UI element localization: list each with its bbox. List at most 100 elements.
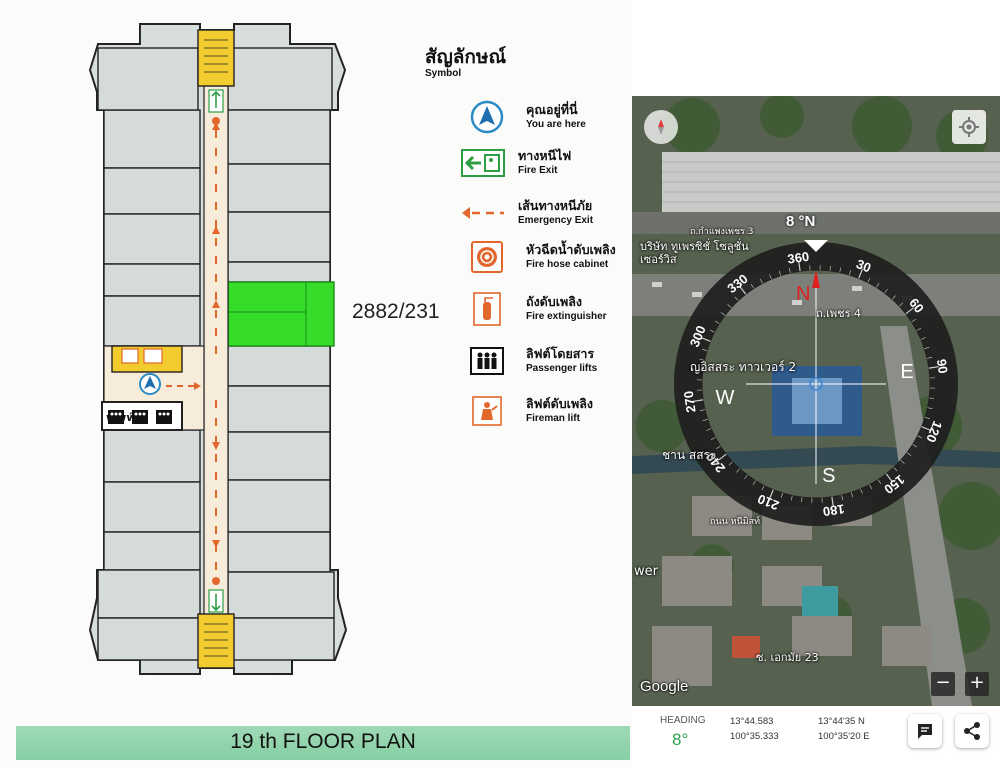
legend-label-english: Fire hose cabinet (526, 259, 609, 270)
dial-tick (892, 295, 896, 300)
unit-number-label: 2882/231 (352, 300, 440, 323)
latitude-dms: 13°44'35 N (818, 716, 865, 727)
dial-tick (911, 318, 916, 323)
cardinal-e: E (900, 361, 913, 383)
dial-tick (900, 460, 905, 464)
floor-plan-title: 19 th FLOOR PLAN (230, 730, 416, 753)
dial-tick (869, 484, 873, 490)
dial-tick (736, 468, 740, 473)
dial-label: 180 (822, 501, 846, 519)
zoom-in-button[interactable]: + (965, 672, 989, 696)
dial-tick (912, 444, 918, 448)
legend-title-thai: สัญลักษณ์ (425, 46, 507, 68)
dial-tick (877, 479, 882, 484)
floor-plan-drawing: ŵŵŵ (88, 23, 348, 675)
dial-tick (720, 312, 726, 316)
emergency-exit-route-icon (460, 196, 506, 230)
dial-tick (702, 348, 708, 351)
dial-tick (920, 337, 926, 340)
heading-pointer (804, 240, 828, 252)
dial-tick (699, 409, 705, 412)
dial-tick (798, 261, 801, 272)
share-button[interactable] (955, 714, 989, 748)
dial-tick (759, 278, 763, 284)
floor-plan-footer: 19 th FLOOR PLAN (16, 726, 630, 760)
left-units (97, 47, 201, 661)
legend-item-fireman-lift: ลิฟต์ดับเพลิง Fireman lift (468, 394, 632, 434)
compass-needle-icon (658, 119, 664, 135)
dial-tick (739, 285, 747, 295)
message-button[interactable] (908, 714, 942, 748)
dial-tick (752, 480, 756, 486)
latitude-decimal: 13°44.583 (730, 716, 774, 727)
cardinal-w: W (715, 387, 734, 409)
legend-item-fire-exit: ทางหนีไฟ Fire Exit (460, 146, 632, 186)
legend-item-fire-hose-cabinet: หัวฉีดน้ำดับเพลิง Fire hose cabinet (468, 240, 632, 280)
you-are-here-icon (468, 100, 506, 134)
dial-tick (734, 296, 739, 301)
map-label-rail: ถ.กำแพงเพชร 3 (690, 227, 754, 237)
dial-tick (768, 489, 774, 500)
dial-tick (867, 277, 871, 283)
dial-tick (917, 435, 923, 439)
highlighted-unit-2882-231 (227, 281, 335, 347)
stair-south (197, 613, 235, 669)
zoom-out-button[interactable]: − (931, 672, 955, 696)
dial-tick (884, 288, 888, 294)
dial-label: 360 (786, 249, 810, 267)
dial-tick (778, 270, 782, 276)
dial-tick (905, 307, 915, 315)
legend-item-passenger-lifts: ลิฟต์โดยสาร Passenger lifts (468, 344, 632, 384)
dial-label: 90 (934, 358, 951, 374)
floor-plan-sign: ŵŵŵ (16, 23, 632, 760)
legend-label-thai: ทางหนีไฟ (518, 148, 572, 163)
dial-tick (750, 284, 755, 289)
dial-tick (693, 399, 704, 402)
dial-tick (761, 485, 765, 491)
passenger-lifts-icon (468, 344, 506, 378)
dial-tick (831, 496, 834, 507)
dial-tick (702, 418, 708, 422)
dial-tick (706, 428, 712, 431)
map-label-company: บริษัท ทูเพรซิชั่ โซลูชั่น เซอร์วิส (640, 240, 749, 266)
heading-caption: HEADING (660, 715, 706, 726)
dial-tick (860, 488, 863, 494)
map-label-road: ถ.เพชร 4 (816, 307, 862, 320)
legend-label-english: Fireman lift (526, 413, 580, 424)
legend-item-you-are-here: คุณอยู่ที่นี่ You are here (468, 100, 632, 140)
dial-tick (769, 274, 772, 280)
cardinal-n: N (796, 283, 810, 305)
dial-tick (839, 267, 841, 273)
dial-tick (850, 492, 854, 498)
compass-reset-button[interactable] (644, 110, 678, 144)
fire-exit-signs (208, 89, 224, 613)
message-icon (918, 724, 932, 739)
dial-tick (841, 495, 844, 501)
dial-tick (885, 473, 893, 483)
legend-label-thai: ลิฟต์โดยสาร (526, 346, 595, 361)
legend-label-thai: คุณอยู่ที่นี่ (526, 102, 578, 117)
dial-tick (876, 282, 880, 288)
dial-tick (700, 336, 711, 342)
dial-tick (801, 497, 803, 503)
share-icon (964, 722, 980, 740)
dial-tick (788, 267, 791, 273)
my-location-button[interactable] (952, 110, 986, 144)
heading-info-bar: HEADING 8° 13°44.583 100°35.333 13°44'35… (632, 706, 1000, 768)
dial-tick (906, 452, 912, 456)
dial-label: 270 (681, 390, 699, 414)
legend-item-emergency-exit: เส้นทางหนีภัย Emergency Exit (460, 196, 632, 236)
legend-item-fire-extinguisher: ถังดับเพลิง Fire extinguisher (468, 292, 632, 332)
dial-tick (716, 445, 721, 450)
legend-label-english: Fire extinguisher (526, 311, 607, 322)
dial-tick (899, 302, 904, 307)
right-units (227, 47, 335, 661)
dial-tick (829, 265, 831, 271)
legend-title-english: Symbol (425, 68, 462, 79)
dial-tick (728, 461, 733, 466)
legend-label-english: Passenger lifts (526, 363, 598, 374)
